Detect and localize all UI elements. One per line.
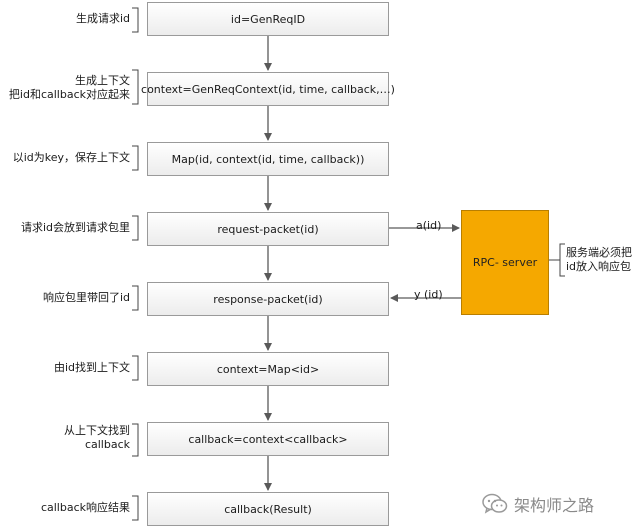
step-box-invoke-callback: callback(Result) xyxy=(147,492,389,526)
step-box-map-store: Map(id, context(id, time, callback)) xyxy=(147,142,389,176)
note-bracket xyxy=(132,285,139,311)
step-box-get-callback: callback=context<callback> xyxy=(147,422,389,456)
note-bracket xyxy=(132,145,139,171)
watermark-text: 架构师之路 xyxy=(514,496,595,515)
step-box-response-packet: response-packet(id) xyxy=(147,282,389,316)
server-note-bracket xyxy=(559,243,565,277)
step-note-line: 以id为key，保存上下文 xyxy=(12,151,130,164)
step-box-request-packet: request-packet(id) xyxy=(147,212,389,246)
server-note: 服务端必须把 id放入响应包 xyxy=(566,246,632,274)
wechat-icon xyxy=(482,493,508,514)
step-note-line: 把id和callback对应起来 xyxy=(8,88,130,101)
step-note: 请求id会放到请求包里 xyxy=(21,221,130,235)
step-note-line: 响应包里带回了id xyxy=(42,291,130,304)
step-note-line: 由id找到上下文 xyxy=(53,361,130,374)
note-bracket xyxy=(132,69,139,105)
step-note: 由id找到上下文 xyxy=(54,361,130,375)
step-note: 生成上下文 把id和callback对应起来 xyxy=(9,74,130,102)
request-edge-label: a(id) xyxy=(416,219,442,232)
note-bracket xyxy=(132,423,139,457)
step-note-line: callback响应结果 xyxy=(40,501,130,514)
note-bracket xyxy=(132,215,139,241)
step-note-line: 请求id会放到请求包里 xyxy=(20,221,130,234)
step-note: callback响应结果 xyxy=(41,501,130,515)
note-bracket xyxy=(132,7,139,33)
server-note-line: id放入响应包 xyxy=(566,260,632,273)
step-box-gen-req-id: id=GenReqID xyxy=(147,2,389,36)
rpc-server-box: RPC- server xyxy=(461,210,549,315)
rpc-server-label: RPC- server xyxy=(472,256,538,269)
step-note: 以id为key，保存上下文 xyxy=(13,151,130,165)
response-edge-label: y (id) xyxy=(414,288,443,301)
step-note-line: callback xyxy=(84,438,130,451)
watermark: 架构师之路 xyxy=(482,492,594,516)
step-note: 响应包里带回了id xyxy=(43,291,130,305)
note-bracket xyxy=(132,355,139,381)
step-note: 生成请求id xyxy=(76,12,130,26)
step-box-map-lookup: context=Map<id> xyxy=(147,352,389,386)
step-note-line: 生成请求id xyxy=(75,12,130,25)
step-note-line: 生成上下文 xyxy=(75,74,130,87)
note-bracket xyxy=(132,495,139,521)
step-box-gen-req-context: context=GenReqContext(id, time, callback… xyxy=(141,72,395,106)
step-note: 从上下文找到 callback xyxy=(64,424,130,452)
step-note-line: 从上下文找到 xyxy=(64,424,130,437)
server-note-line: 服务端必须把 xyxy=(566,246,632,259)
